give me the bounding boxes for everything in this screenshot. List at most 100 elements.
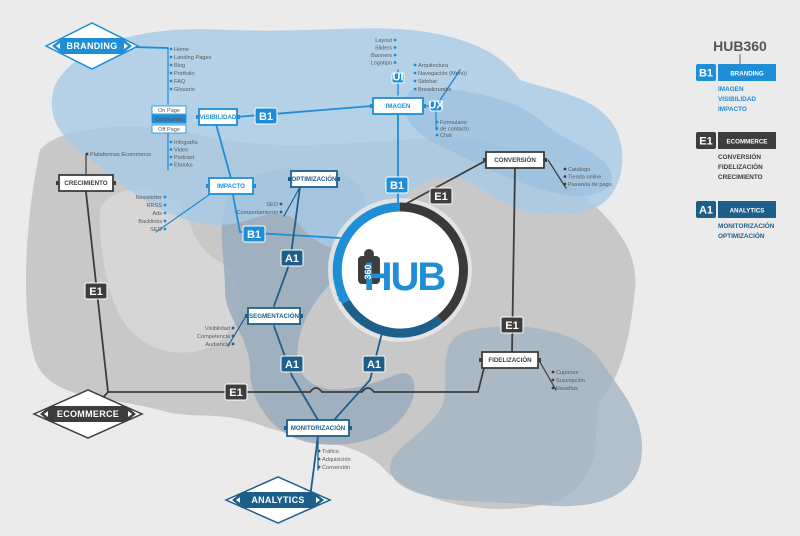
leaf-dot xyxy=(563,175,567,178)
legend-item: FIDELIZACIÓN xyxy=(718,162,763,171)
node-port xyxy=(349,426,352,430)
leaf-label: Catálogo xyxy=(568,167,590,173)
hub-ring-analytics xyxy=(342,299,443,338)
badge-b1-bg xyxy=(385,176,409,194)
badge-ux: UX xyxy=(428,100,444,112)
badge-e1-label: E1 xyxy=(505,320,518,332)
badge-a1-bg xyxy=(280,355,304,373)
legend-badge xyxy=(696,64,716,81)
node-port xyxy=(300,314,303,318)
hub-puzzle-piece xyxy=(358,256,380,284)
leaf-dot xyxy=(393,53,397,57)
node-port xyxy=(370,104,373,108)
leaf-dot xyxy=(393,46,397,49)
badge-b1-label: B1 xyxy=(390,180,404,192)
node-port xyxy=(538,358,541,362)
leaf-label: Plataformas Ecommerce xyxy=(90,152,151,158)
leaf-label: Conversión xyxy=(322,465,350,471)
link-hub-monitorizacion xyxy=(333,324,385,421)
badge-e1-label: E1 xyxy=(229,387,242,399)
link-optimizacion-leaves xyxy=(283,186,301,217)
legend-item: VISIBILIDAD xyxy=(718,96,756,103)
chevron-left-icon xyxy=(44,411,48,417)
badge-e1: E1 xyxy=(224,383,248,401)
leaf-dot xyxy=(163,227,167,231)
leaf-dot xyxy=(317,449,321,453)
badge-e1-bg xyxy=(224,383,248,401)
badge-b1-label: B1 xyxy=(259,111,273,123)
badge-e1: E1 xyxy=(500,316,524,334)
leaf-label: Home xyxy=(174,47,189,53)
leaf-label: Tienda online xyxy=(568,175,601,181)
legend-item: CRECIMIENTO xyxy=(718,174,763,181)
node-fidelizacion: FIDELIZACIÓN xyxy=(479,351,541,369)
node-port xyxy=(253,184,256,188)
legend-badge-label: B1 xyxy=(699,68,713,80)
visibilidad-tab-label: Contenido xyxy=(155,117,183,123)
leaf-label: Comportamiento xyxy=(237,210,278,216)
badge-ui: UI xyxy=(391,72,405,84)
hub-logo: BRANDING ECOMMERCE ANALYTICS HUB 360 xyxy=(332,202,468,338)
leaf-dot xyxy=(169,140,173,144)
node-optimizacion-label: OPTIMIZACIÓN xyxy=(291,175,337,183)
leaf-dot xyxy=(393,61,397,64)
legend-item: IMPACTO xyxy=(718,106,747,113)
leaf-label: Tráfico xyxy=(322,449,339,455)
badge-e1-bg xyxy=(429,187,453,205)
legend-item: CONVERSIÓN xyxy=(718,152,761,161)
leaf-dot xyxy=(169,63,173,67)
leaf-dot xyxy=(163,211,167,215)
leaf-dot xyxy=(435,133,439,137)
corner-branding: BRANDING xyxy=(44,22,140,70)
leaf-dot xyxy=(413,87,417,91)
badge-e1: E1 xyxy=(429,187,453,205)
leaf-dot xyxy=(169,55,173,59)
leaf-dot xyxy=(563,167,567,171)
leaf-label: Breadcrumbs xyxy=(418,87,451,93)
badge-ux-label: UX xyxy=(428,100,444,112)
leaf-dot xyxy=(393,38,397,42)
leaf-label: Adquisición xyxy=(322,457,351,463)
leaf-dot xyxy=(231,326,235,330)
leaf-dot xyxy=(169,163,173,166)
hub-letters: HUB xyxy=(364,255,446,299)
leaf-dot xyxy=(435,120,439,124)
leaf-dot xyxy=(413,79,417,83)
badge-b1: B1 xyxy=(242,225,266,243)
link-impacto-hub xyxy=(231,189,341,239)
legend-group-name: ANALYTICS xyxy=(730,208,765,215)
leaf-label: Video xyxy=(174,148,188,154)
chevron-right-icon xyxy=(316,497,320,503)
leaf-dot xyxy=(169,71,173,75)
leaf-dot xyxy=(231,342,235,346)
badge-a1: A1 xyxy=(362,355,386,373)
leaf-dot xyxy=(163,203,167,207)
leaf-dot xyxy=(169,155,173,159)
leaf-label: de contacto xyxy=(440,127,469,133)
visibilidad-tab-label: Off Page xyxy=(158,127,180,133)
node-port xyxy=(245,314,248,318)
light-gray-inner xyxy=(99,189,241,353)
node-conversion: CONVERSIÓN xyxy=(483,151,547,169)
badge-e1-bg xyxy=(84,282,108,300)
node-imagen: IMAGEN xyxy=(370,97,426,115)
leaf-dot xyxy=(551,378,555,382)
leaf-label: Blog xyxy=(174,63,185,69)
link-segmentacion-monitorizacion xyxy=(273,325,319,421)
hub-ring-ecommerce xyxy=(399,202,468,323)
badge-a1-label: A1 xyxy=(285,359,299,371)
chevron-left-icon xyxy=(56,43,60,49)
leaf-label: Cupones xyxy=(556,370,579,376)
legend-title-bar xyxy=(718,64,776,81)
hub-ring-branding xyxy=(332,202,401,305)
leaf-dot xyxy=(413,63,417,67)
